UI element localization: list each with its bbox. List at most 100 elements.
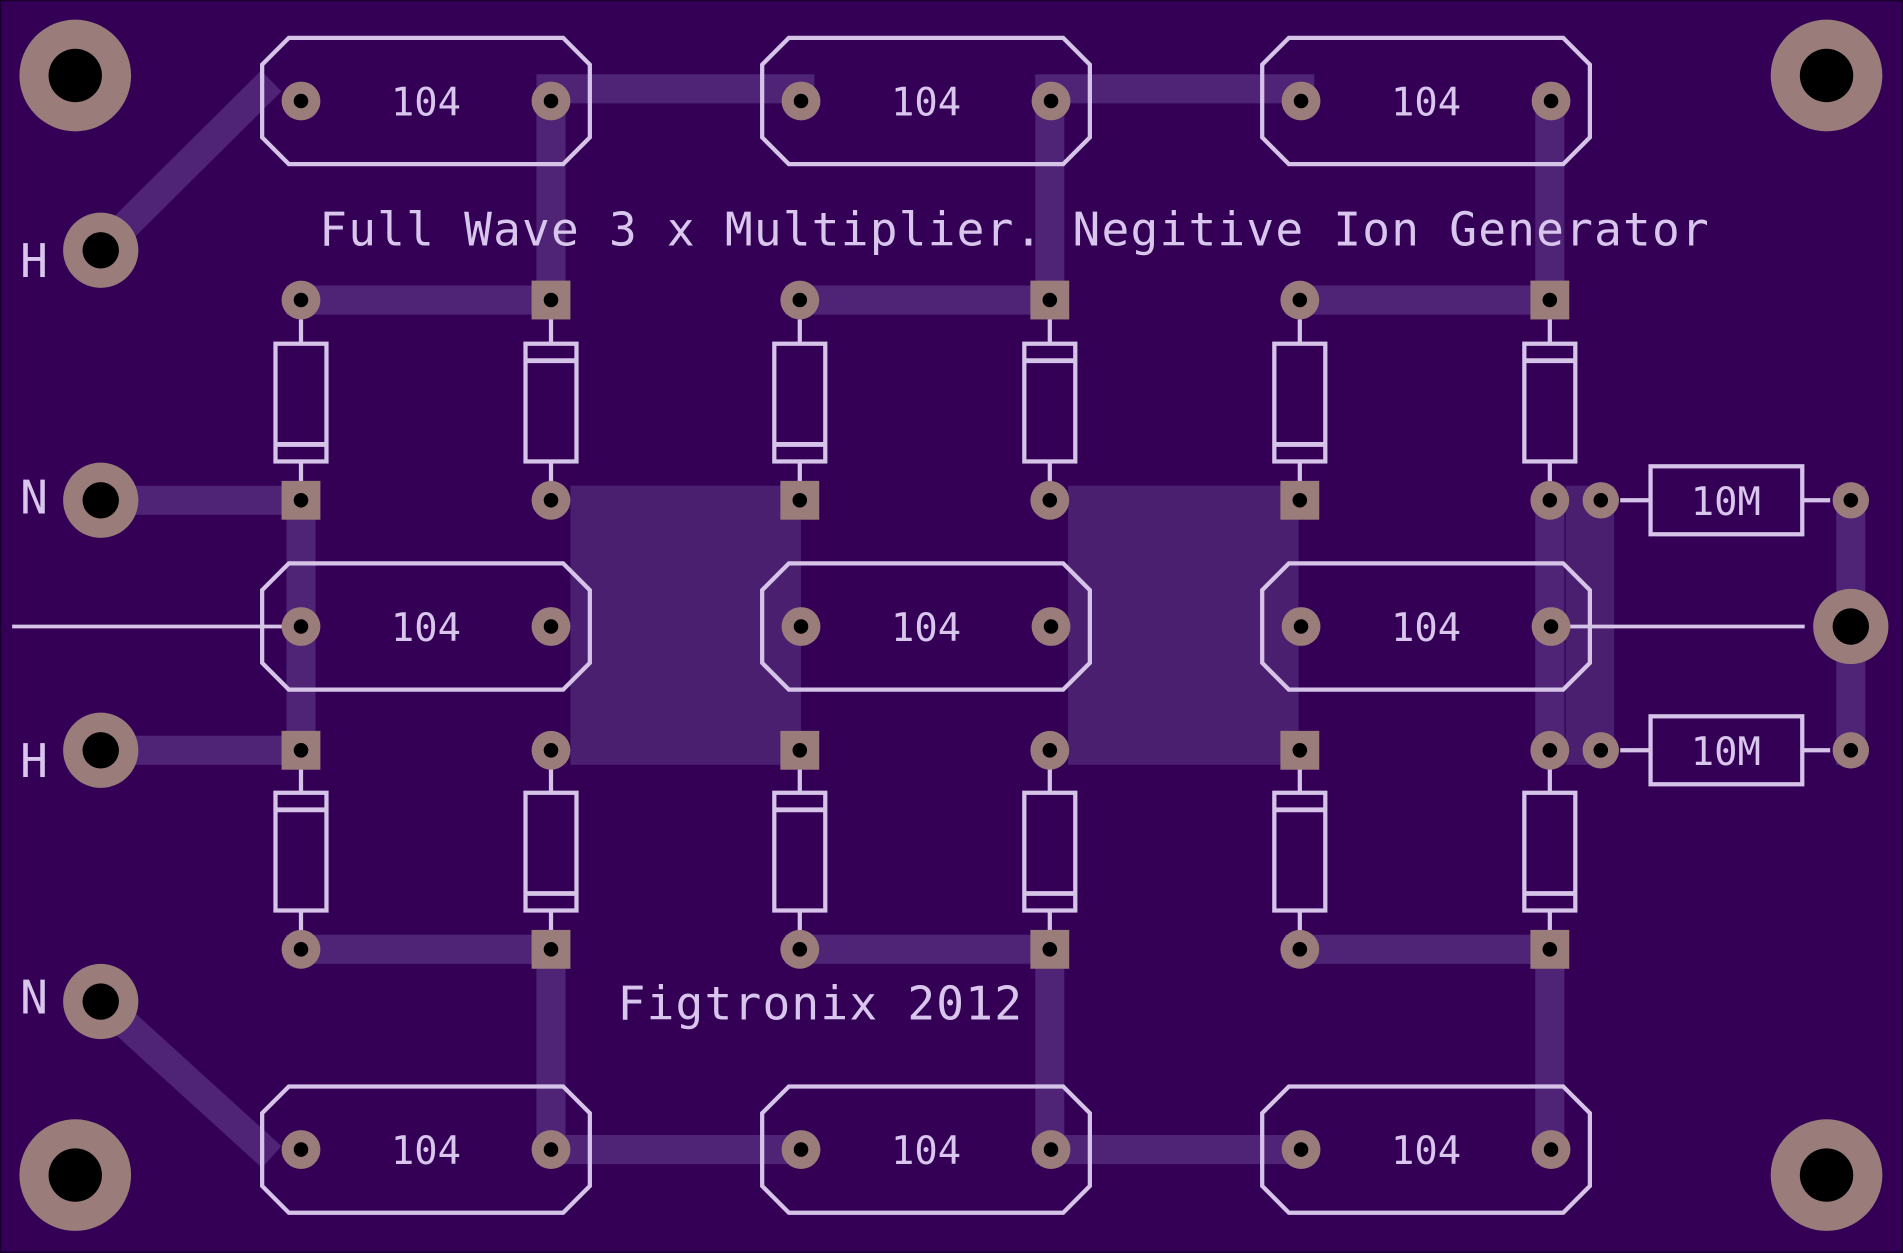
capacitor-outline — [260, 561, 592, 692]
diode-pad-square — [1280, 730, 1320, 770]
terminal-pad — [63, 462, 139, 538]
capacitor-outline — [760, 1084, 1092, 1215]
diode-pad-square — [1030, 929, 1070, 969]
board-credit: Figtronix 2012 — [618, 977, 1024, 1031]
output-terminal-pad — [1813, 588, 1889, 665]
capacitor-outline — [1260, 35, 1593, 167]
capacitor-value-label: 104 — [391, 81, 461, 126]
mounting-hole — [1770, 19, 1883, 132]
diode-pad-square — [1280, 480, 1320, 520]
capacitor-0-0: 104 — [260, 35, 592, 167]
capacitor-1-2: 104 — [1260, 561, 1593, 692]
capacitor-value-label: 104 — [891, 606, 961, 651]
diode-pad — [1030, 730, 1070, 770]
diode-pad — [780, 280, 820, 320]
capacitor-value-label: 104 — [391, 606, 461, 651]
capacitor-value-label: 104 — [1391, 1129, 1461, 1174]
capacitor-pad — [1531, 607, 1571, 646]
capacitor-group: 104 104 104 104 104 104 104 104 104 — [260, 35, 1593, 1215]
capacitor-pad — [1031, 607, 1071, 646]
capacitor-pad — [531, 1130, 571, 1170]
diode-pad-square — [531, 280, 571, 320]
mounting-hole — [1770, 1119, 1883, 1231]
diode-body — [1522, 341, 1578, 464]
terminal-pad — [63, 712, 139, 788]
diode-pad — [531, 480, 571, 520]
capacitor-value-label: 104 — [891, 81, 961, 126]
diode-body — [523, 790, 579, 913]
diode-body — [1022, 341, 1078, 464]
diode-upper-3 — [1022, 319, 1078, 486]
diode-body — [1272, 790, 1328, 913]
diode-pad-square — [531, 929, 571, 969]
diode-pad — [1280, 280, 1320, 320]
diode-pad — [281, 280, 321, 320]
capacitor-2-2: 104 — [1260, 1084, 1593, 1215]
diode-body — [523, 341, 579, 464]
pad-group — [19, 19, 1889, 1231]
capacitor-pad — [1031, 1130, 1071, 1170]
capacitor-pad — [531, 607, 571, 646]
capacitor-pad — [1531, 81, 1571, 121]
diode-upper-1 — [523, 319, 579, 486]
terminal-label-n-bottom: N — [20, 971, 48, 1025]
diode-pad-square — [780, 730, 820, 770]
capacitor-pad — [1531, 1130, 1571, 1170]
capacitor-pad — [1281, 81, 1321, 121]
capacitor-value-label: 104 — [1391, 81, 1461, 126]
mounting-hole — [19, 19, 132, 132]
resistor-0: 10M — [1620, 464, 1831, 537]
capacitor-2-1: 104 — [760, 1084, 1092, 1215]
diode-pad — [531, 730, 571, 770]
diode-lower-2 — [772, 768, 828, 935]
diode-pad — [1530, 730, 1570, 770]
diode-body — [772, 341, 828, 464]
capacitor-pad — [781, 81, 821, 121]
capacitor-outline — [260, 1084, 592, 1215]
capacitor-value-label: 104 — [391, 1129, 461, 1174]
diode-pad — [1530, 480, 1570, 520]
capacitor-outline — [260, 35, 592, 167]
resistor-pad — [1582, 732, 1620, 769]
capacitor-0-2: 104 — [1260, 35, 1593, 167]
resistor-pad — [1832, 482, 1870, 519]
terminal-label-n-top: N — [20, 471, 48, 525]
terminal-pad — [63, 212, 139, 288]
resistor-group: 10M 10M — [1620, 464, 1831, 787]
diode-pad — [281, 929, 321, 969]
terminal-pad — [63, 963, 139, 1040]
capacitor-0-1: 104 — [760, 35, 1092, 167]
capacitor-outline — [760, 35, 1092, 167]
terminal-label-h-top: H — [20, 234, 48, 288]
resistor-pad — [1832, 732, 1870, 769]
capacitor-pad — [531, 81, 571, 121]
capacitor-pad — [281, 1130, 321, 1170]
capacitor-outline — [1260, 561, 1593, 692]
diode-body — [273, 790, 329, 913]
capacitor-pad — [281, 81, 321, 121]
capacitor-pad — [1281, 1130, 1321, 1170]
resistor-value-label: 10M — [1691, 480, 1761, 525]
resistor-value-label: 10M — [1691, 730, 1761, 775]
diode-pad — [1030, 480, 1070, 520]
capacitor-outline — [760, 561, 1092, 692]
diode-body — [1272, 341, 1328, 464]
diode-body — [1522, 790, 1578, 913]
diode-upper-4 — [1272, 319, 1328, 486]
capacitor-2-0: 104 — [260, 1084, 592, 1215]
capacitor-pad — [1281, 607, 1321, 646]
diode-upper-0 — [273, 319, 329, 486]
capacitor-value-label: 104 — [891, 1129, 961, 1174]
mounting-hole — [19, 1119, 132, 1231]
resistor-pad — [1582, 482, 1620, 519]
diode-pad — [780, 929, 820, 969]
diode-pad-square — [1030, 280, 1070, 320]
resistor-1: 10M — [1620, 714, 1831, 787]
resistor-body — [1648, 464, 1805, 537]
capacitor-1-0: 104 — [260, 561, 592, 692]
capacitor-1-1: 104 — [760, 561, 1092, 692]
diode-body — [1022, 790, 1078, 913]
capacitor-pad — [781, 1130, 821, 1170]
capacitor-pad — [281, 607, 321, 646]
diode-pad-square — [1530, 280, 1570, 320]
